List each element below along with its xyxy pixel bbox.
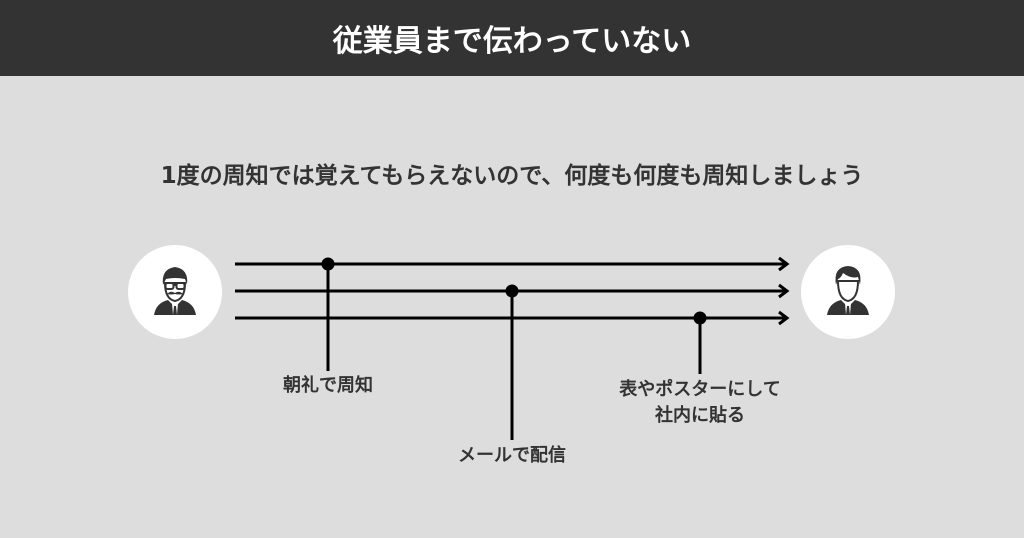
channel-label-poster: 表やポスターにして 社内に貼る bbox=[590, 377, 810, 429]
sender-avatar bbox=[128, 245, 222, 339]
channel-label-email: メールで配信 bbox=[458, 445, 566, 466]
employee-icon bbox=[827, 266, 869, 315]
header-bar: 従業員まで伝わっていない bbox=[0, 0, 1024, 76]
node-dot bbox=[693, 311, 707, 325]
channel-label-morning-meeting: 朝礼で周知 bbox=[283, 375, 373, 396]
node-dot bbox=[505, 284, 519, 298]
arrow-head-icon bbox=[778, 256, 790, 272]
channel-label-poster-line1: 表やポスターにして bbox=[619, 379, 781, 400]
channel-label-poster-line2: 社内に貼る bbox=[655, 405, 745, 426]
manager-icon bbox=[154, 267, 196, 315]
receiver-avatar bbox=[801, 245, 895, 339]
subtitle: 1度の周知では覚えてもらえないので、何度も何度も周知しましょう bbox=[160, 163, 864, 189]
arrow-head-icon bbox=[778, 283, 790, 299]
node-dot bbox=[321, 257, 335, 271]
arrow-head-icon bbox=[778, 310, 790, 326]
header-title: 従業員まで伝わっていない bbox=[332, 24, 692, 59]
